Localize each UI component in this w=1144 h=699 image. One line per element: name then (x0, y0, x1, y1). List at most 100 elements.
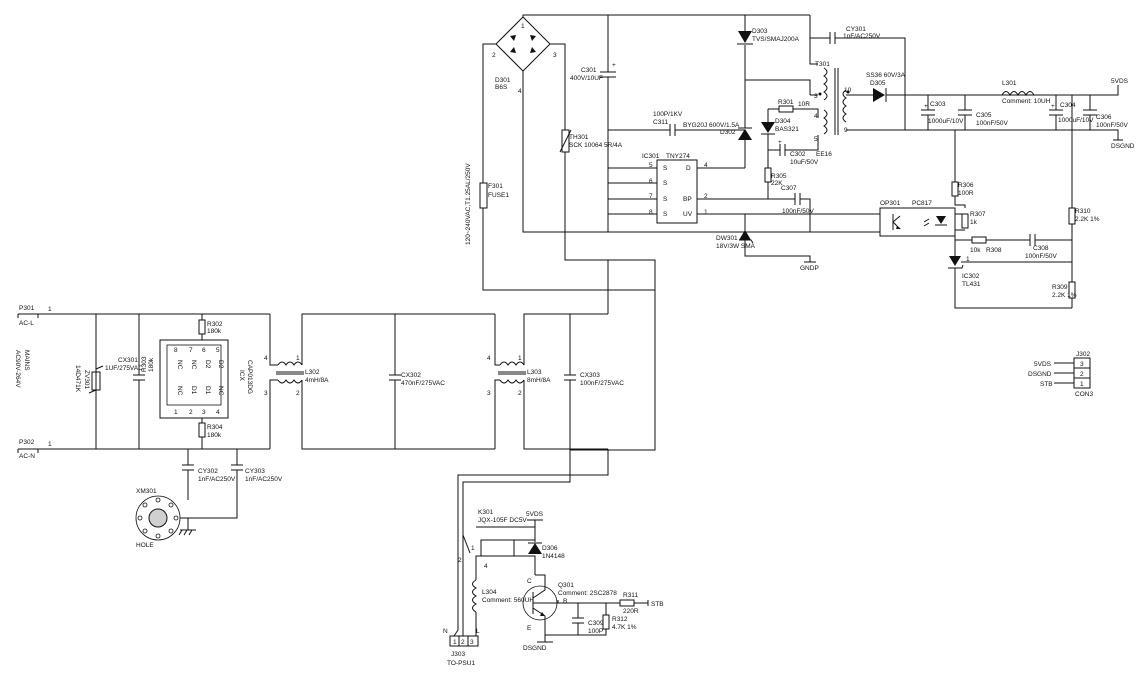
resistor-r305: R305 22K (764, 167, 787, 199)
pin-s: S (663, 180, 668, 187)
resistor-r302: R302 180k (198, 314, 223, 340)
pin-s: S (663, 211, 668, 218)
q301-e: E (527, 625, 532, 632)
d301-ref: D301 (495, 77, 511, 84)
r308-ref: R308 (986, 247, 1002, 254)
r302-value: 180k (207, 328, 222, 335)
pin-label: 4 (484, 563, 488, 570)
capacitor-c306: C306 100nF/50V (1083, 95, 1128, 130)
bridge-rectifier-d301: 1 2 3 4 D301 B6S (492, 16, 557, 95)
ic301-tny274: TNY274 IC301 S S S S D BP UV 5 6 7 8 4 2… (642, 153, 708, 224)
pin-label: 4 (264, 355, 268, 362)
l303-value: 8mH/8A (527, 377, 551, 384)
d302-ref: D302 (720, 129, 736, 136)
d304-value: BAS321 (775, 126, 799, 133)
c303-ref: C303 (930, 101, 946, 108)
pin-label: 8 (174, 347, 178, 354)
mounting-hole-xm301: XM301 HOLE (135, 488, 196, 549)
pin-label: 4 (487, 355, 491, 362)
pin-label: 3 (553, 52, 557, 59)
pin-label: 1 (453, 639, 457, 646)
resistor-r310: R310 2.2K 1% (1068, 95, 1100, 282)
pin-label: 2 (1080, 371, 1084, 378)
pin-bp: BP (683, 196, 692, 203)
nc-label: NC (176, 360, 183, 370)
n-label: N (443, 628, 448, 635)
r304-ref: R304 (207, 424, 223, 431)
c311-value: 100P/1KV (653, 111, 683, 118)
cx302-ref: CX302 (401, 372, 421, 379)
svg-text:+: + (1051, 103, 1055, 110)
zv301-value: 14D471K (74, 365, 81, 393)
pin-label: 7 (649, 193, 653, 200)
r308-value: 10k (970, 247, 981, 254)
inductor-l304: L304 Comment: 560UH (472, 568, 534, 636)
connector-j302: 3 2 1 5VDS DSGND STB J302 CON3 (1028, 351, 1093, 398)
r309-value: 2.2K 1% (1052, 292, 1077, 299)
resistor-r306: R306 100R (951, 130, 974, 208)
c306-ref: C306 (1096, 114, 1112, 121)
pin-label: 2 (458, 557, 462, 564)
r312-ref: R312 (612, 616, 628, 623)
l301-ref: L301 (1002, 80, 1017, 87)
diode-d306: D306 1N4148 (528, 527, 565, 560)
resistor-r312: R312 4.7K 1% (578, 603, 637, 636)
capacitor-c311: 100P/1KV C311 (608, 111, 745, 136)
diode-d305: SS36 60V/3A D305 (846, 72, 1100, 102)
pin-label: 2 (492, 52, 496, 59)
pin-label: 4 (518, 88, 522, 95)
pin-label: 2 (296, 390, 300, 397)
pc817-label: PC817 (912, 200, 932, 207)
gndp-label: GNDP (800, 265, 819, 272)
nc-label: NC (217, 386, 224, 396)
connector-j303: 1 2 3 N L J303 TO-PSU1 (443, 628, 480, 667)
d2-label: D2 (204, 360, 211, 369)
terminal-p301: P301 AC-L 1 (17, 305, 52, 327)
terminal-p302: P302 AC-N 1 (17, 439, 52, 460)
r303-value: 180k (148, 357, 155, 372)
l304-value: Comment: 560UH (482, 597, 534, 604)
c301-ref: C301 (581, 67, 597, 74)
ic301-ref: IC301 (642, 153, 660, 160)
pin-d: D (686, 165, 691, 172)
d305-ref: D305 (870, 80, 886, 87)
cx303-value: 100nF/275VAC (580, 380, 624, 387)
resistor-r301: R301 10R (768, 99, 819, 118)
ic301-part: TNY274 (666, 153, 690, 160)
capacitor-c305: C305 100nF/50V (958, 95, 1008, 130)
r305-ref: R305 (771, 173, 787, 180)
hole-label: HOLE (136, 542, 154, 549)
p301-ref: P301 (19, 305, 35, 312)
d1-label: D1 (190, 386, 197, 395)
pin-label: 3 (487, 390, 491, 397)
pin-label: 3 (470, 639, 474, 646)
c302-value: 10uF/50V (790, 159, 819, 166)
d305-value: SS36 60V/3A (866, 72, 906, 79)
pin-label: 1 (48, 306, 52, 313)
diode-d304: D304 BAS321 (761, 109, 799, 150)
relay-k301: K301 JQX-105F DC5V 1 4 2 (458, 509, 536, 575)
5vds-label: 5VDS (1111, 78, 1129, 85)
r303-ref: R303 (141, 356, 148, 372)
r311-value: 220R (623, 608, 639, 615)
cy301-value: 1nF/AC250V (843, 33, 881, 40)
zener-dw301: DW301 18V/3W SMA GNDP (716, 230, 819, 272)
dsgnd-label: DSGND (1111, 143, 1135, 150)
capacitor-c309: C309 100P (545, 603, 604, 636)
icx-label: ICX (238, 370, 245, 382)
acn-label: AC-N (19, 453, 35, 460)
k301-value: JQX-105F DC5V (478, 517, 527, 524)
resistor-r304: R304 180k (198, 418, 223, 449)
zv301-ref: ZV301 (83, 370, 90, 390)
svg-text:+: + (778, 139, 782, 146)
choke-l303: 4 3 1 2 L303 8mH/8A (487, 313, 608, 450)
pin-label: 4 (216, 409, 220, 416)
c301-value: 400V/10UF (570, 75, 603, 82)
d1-label: D1 (204, 386, 211, 395)
thermistor-th301: TH301 SCK 10064 5R/4A (559, 129, 656, 290)
mains-label: MAINS (23, 350, 30, 371)
j302-ref: J302 (1076, 351, 1090, 358)
pin-label: 1 (296, 355, 300, 362)
pin-label: 2 (704, 193, 708, 200)
